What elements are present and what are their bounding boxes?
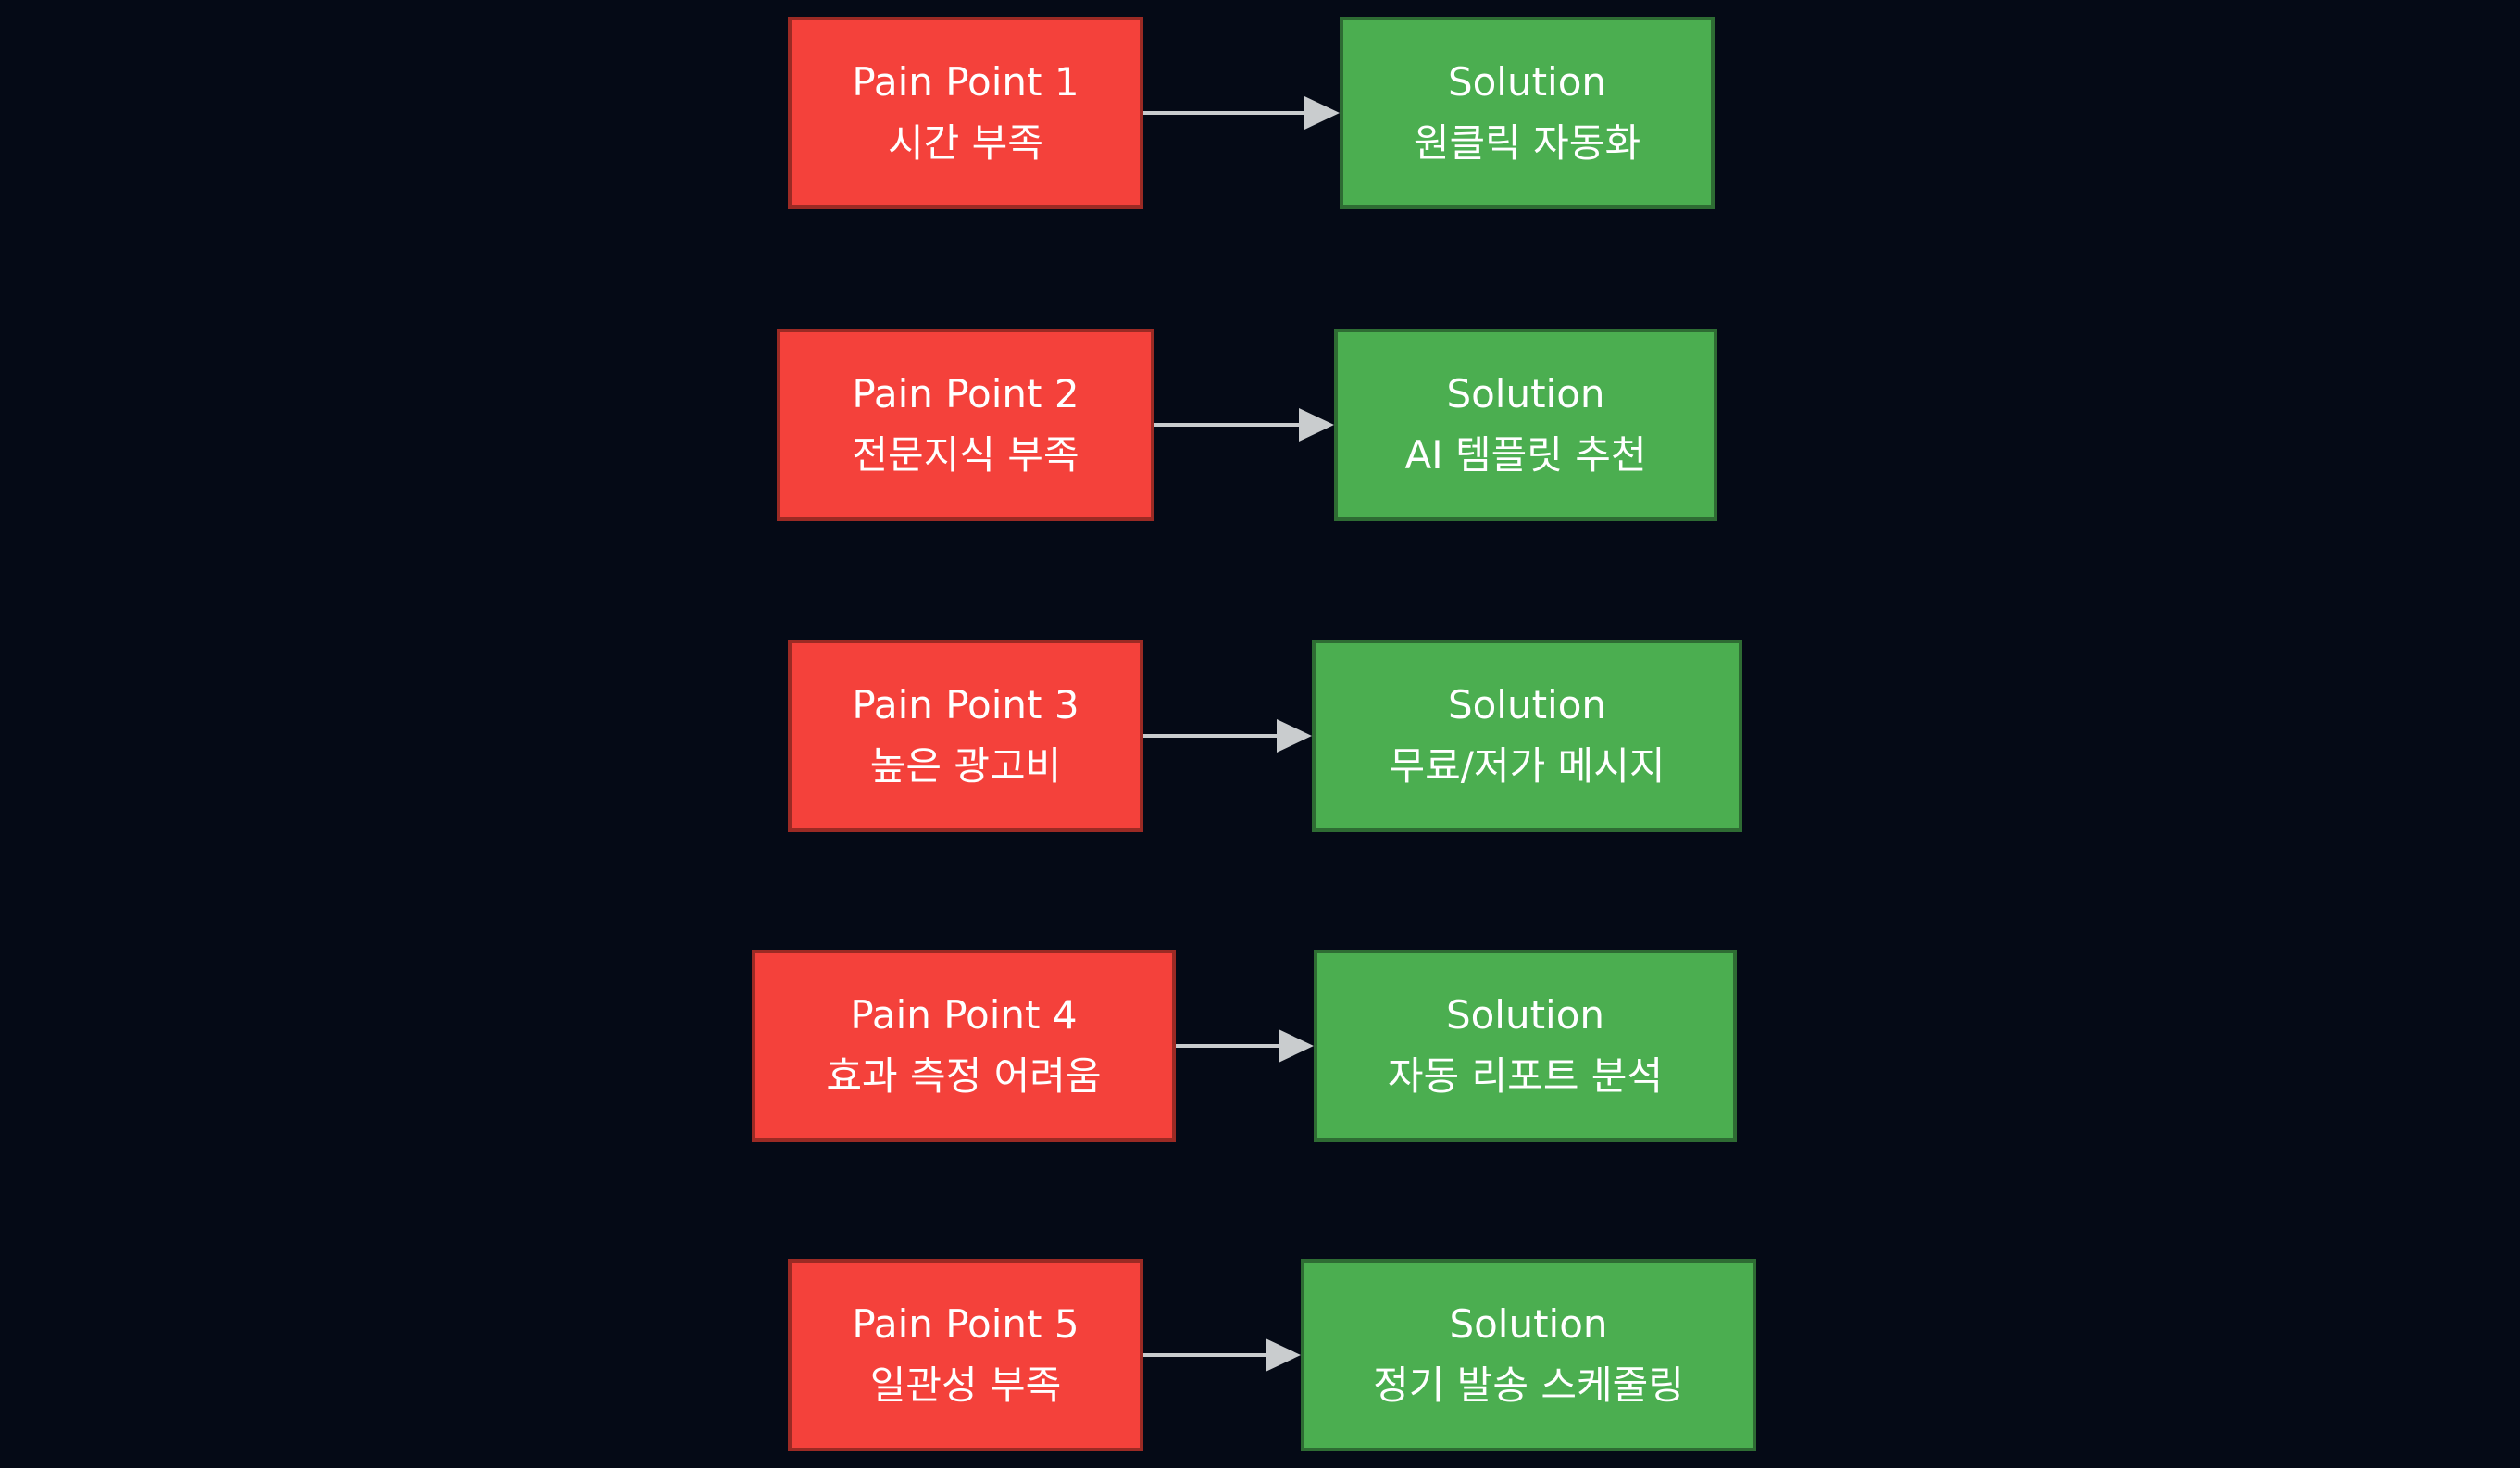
solution-subtitle: 정기 발송 스케줄링 — [1373, 1362, 1684, 1408]
pair-row-5: Pain Point 5 일관성 부족 Solution 정기 발송 스케줄링 — [0, 1259, 2520, 1451]
solution-title: Solution — [1449, 1301, 1608, 1347]
pain-point-subtitle: 시간 부족 — [888, 120, 1043, 166]
solution-subtitle: 자동 리포트 분석 — [1387, 1053, 1664, 1099]
arrowhead-icon — [1277, 719, 1312, 753]
solution-subtitle: AI 템플릿 추천 — [1404, 432, 1647, 478]
pain-point-box-2: Pain Point 2 전문지식 부족 — [777, 329, 1154, 521]
pain-point-subtitle: 전문지식 부족 — [852, 432, 1079, 478]
arrow-shaft — [1154, 423, 1303, 427]
solution-box-4: Solution 자동 리포트 분석 — [1314, 950, 1737, 1142]
pain-point-title: Pain Point 3 — [852, 682, 1079, 728]
solution-box-5: Solution 정기 발송 스케줄링 — [1301, 1259, 1756, 1451]
arrow-connector-5 — [1143, 1259, 1301, 1451]
solution-title: Solution — [1447, 59, 1607, 105]
solution-title: Solution — [1447, 682, 1607, 728]
solution-subtitle: 원클릭 자동화 — [1413, 120, 1641, 166]
arrowhead-icon — [1299, 408, 1334, 442]
pain-point-title: Pain Point 1 — [852, 59, 1079, 105]
pain-point-subtitle: 효과 측정 어려움 — [826, 1053, 1102, 1099]
solution-box-3: Solution 무료/저가 메시지 — [1312, 640, 1742, 832]
arrow-connector-4 — [1176, 950, 1314, 1142]
arrow-shaft — [1143, 1353, 1269, 1357]
solution-box-1: Solution 원클릭 자동화 — [1340, 17, 1715, 209]
pain-point-title: Pain Point 5 — [852, 1301, 1079, 1347]
arrow-shaft — [1176, 1044, 1282, 1048]
arrowhead-icon — [1304, 96, 1340, 130]
pair-row-3: Pain Point 3 높은 광고비 Solution 무료/저가 메시지 — [0, 640, 2520, 832]
pair-row-1: Pain Point 1 시간 부족 Solution 원클릭 자동화 — [0, 17, 2520, 209]
arrow-shaft — [1143, 734, 1280, 738]
pain-point-subtitle: 일관성 부족 — [869, 1362, 1062, 1408]
solution-box-2: Solution AI 템플릿 추천 — [1334, 329, 1717, 521]
pain-point-title: Pain Point 2 — [852, 371, 1079, 417]
pair-row-4: Pain Point 4 효과 측정 어려움 Solution 자동 리포트 분… — [0, 950, 2520, 1142]
pain-point-box-1: Pain Point 1 시간 부족 — [788, 17, 1143, 209]
pair-row-2: Pain Point 2 전문지식 부족 Solution AI 템플릿 추천 — [0, 329, 2520, 521]
pain-point-title: Pain Point 4 — [850, 992, 1078, 1038]
pain-point-box-5: Pain Point 5 일관성 부족 — [788, 1259, 1143, 1451]
arrow-shaft — [1143, 111, 1308, 115]
solution-subtitle: 무료/저가 메시지 — [1389, 743, 1665, 789]
arrowhead-icon — [1279, 1029, 1314, 1063]
pain-point-box-3: Pain Point 3 높은 광고비 — [788, 640, 1143, 832]
arrow-connector-3 — [1143, 640, 1312, 832]
arrowhead-icon — [1266, 1338, 1301, 1372]
arrow-connector-2 — [1154, 329, 1334, 521]
pain-point-box-4: Pain Point 4 효과 측정 어려움 — [752, 950, 1176, 1142]
solution-title: Solution — [1446, 371, 1605, 417]
solution-title: Solution — [1445, 992, 1605, 1038]
pain-point-subtitle: 높은 광고비 — [869, 743, 1062, 789]
arrow-connector-1 — [1143, 17, 1340, 209]
